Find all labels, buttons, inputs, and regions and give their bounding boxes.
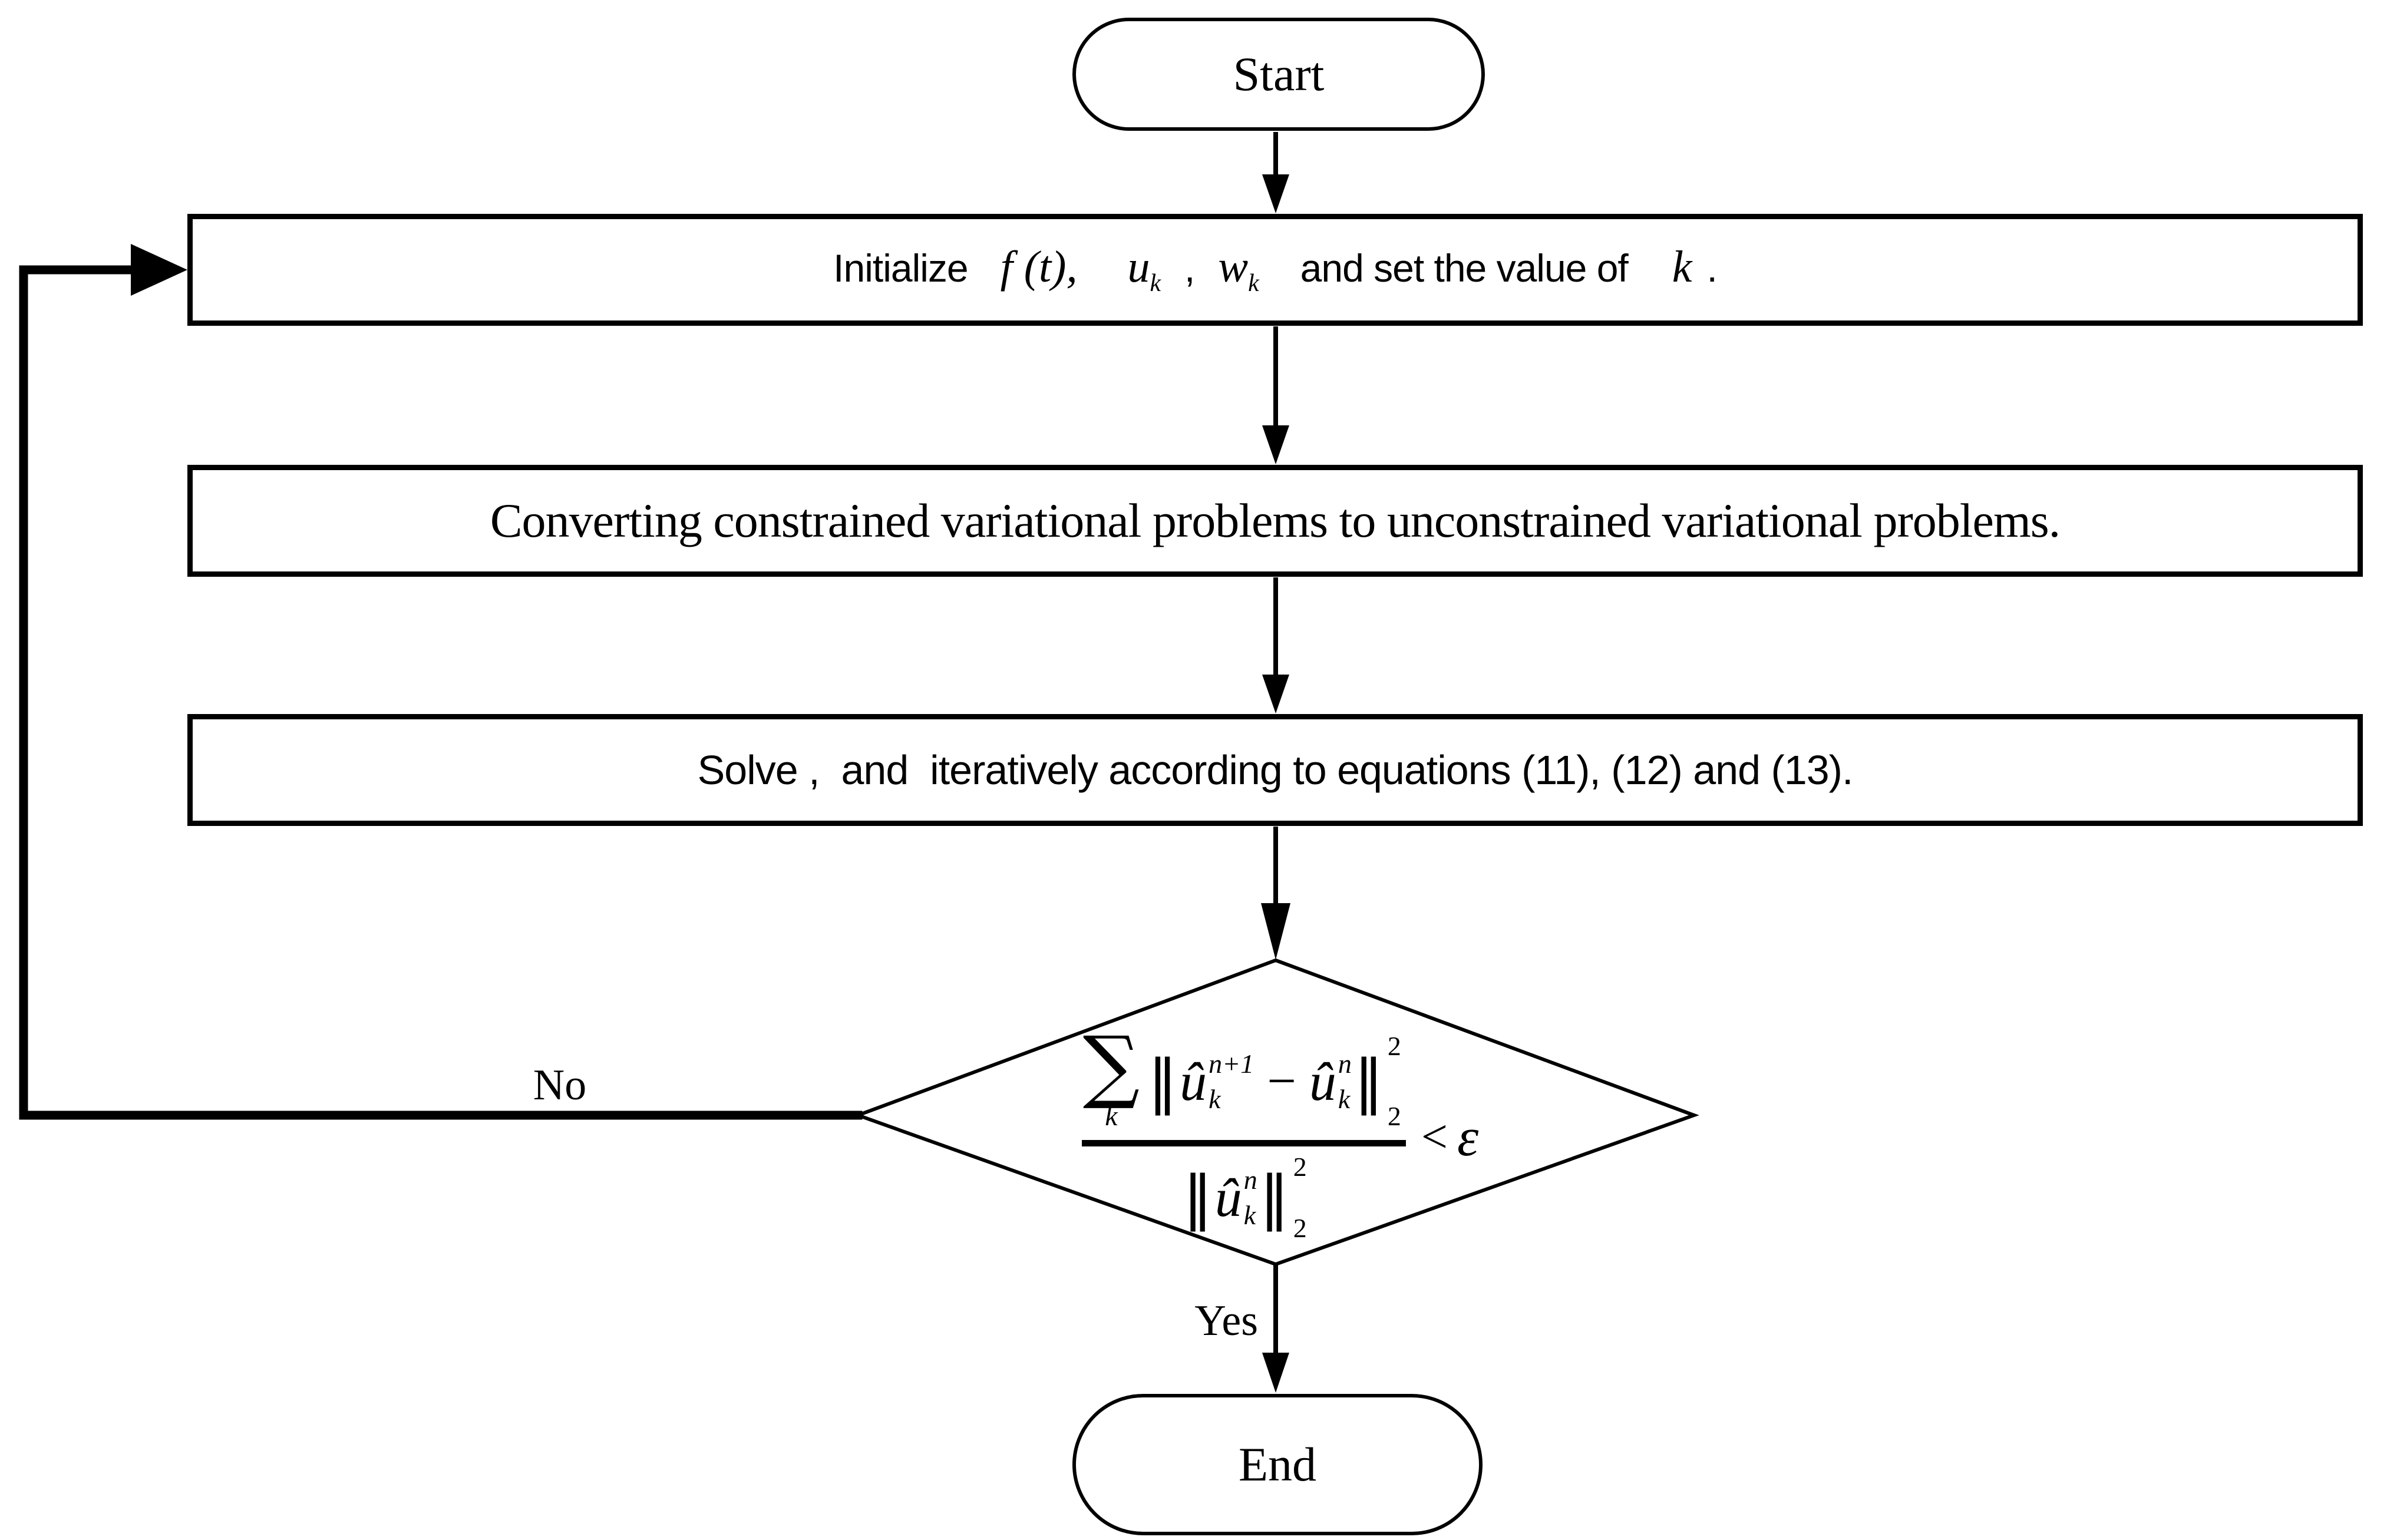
process-initialize-text: Initialize f (t), uk , wk and set the va… bbox=[833, 242, 1718, 298]
start-terminal: Start bbox=[1072, 18, 1485, 131]
summation-symbol: ∑ k bbox=[1082, 1019, 1140, 1132]
norm-close: ‖ bbox=[1259, 1163, 1289, 1232]
u-hat: û bbox=[1309, 1051, 1336, 1112]
norm-open: ‖ bbox=[1148, 1047, 1178, 1116]
math-f-of-t: f (t), bbox=[1000, 242, 1078, 292]
period: . bbox=[1706, 246, 1717, 290]
u-hat: û bbox=[1214, 1167, 1242, 1228]
set-value-phrase: and set the value of bbox=[1300, 246, 1629, 290]
start-label: Start bbox=[1233, 47, 1325, 101]
math-w-k: wk bbox=[1218, 242, 1259, 298]
fraction-numerator: ∑ k ‖ û n+1 k − û n k ‖ 2 2 bbox=[1081, 1019, 1406, 1146]
no-edge-label: No bbox=[533, 1061, 587, 1109]
end-terminal: End bbox=[1072, 1394, 1483, 1535]
decision-formula: ∑ k ‖ û n+1 k − û n k ‖ 2 2 bbox=[884, 999, 1676, 1275]
yes-edge-label: Yes bbox=[1194, 1297, 1258, 1345]
norm-exponents: 2 2 bbox=[1387, 1031, 1401, 1131]
norm-close: ‖ bbox=[1353, 1047, 1384, 1116]
less-than-sign: < bbox=[1421, 1111, 1448, 1163]
end-label: End bbox=[1238, 1437, 1317, 1491]
formula-fraction: ∑ k ‖ û n+1 k − û n k ‖ 2 2 bbox=[1081, 1019, 1406, 1243]
process-convert: Converting constrained variational probl… bbox=[187, 465, 2363, 577]
minus-sign: − bbox=[1267, 1052, 1296, 1110]
fraction-denominator: ‖ û n k ‖ 2 2 bbox=[1181, 1151, 1307, 1243]
arrowhead-down-icon bbox=[1262, 1353, 1289, 1393]
arrowhead-right-icon bbox=[131, 244, 187, 296]
math-u-k: uk bbox=[1127, 242, 1161, 298]
math-k: k bbox=[1672, 242, 1692, 292]
loop-connector-no bbox=[19, 265, 863, 1120]
arrowhead-down-icon bbox=[1262, 425, 1289, 464]
norm-open: ‖ bbox=[1183, 1163, 1213, 1232]
epsilon-symbol: ε bbox=[1457, 1107, 1479, 1167]
process-initialize: Initialize f (t), uk , wk and set the va… bbox=[187, 214, 2363, 326]
arrowhead-down-icon bbox=[1262, 174, 1289, 213]
process-solve-text: Solve , and iteratively according to equ… bbox=[697, 747, 1854, 793]
comma: , bbox=[1184, 246, 1195, 290]
supsub: n k bbox=[1338, 1048, 1352, 1114]
norm-exponents: 2 2 bbox=[1293, 1151, 1307, 1243]
supsub: n+1 k bbox=[1209, 1048, 1254, 1114]
initialize-word: Initialize bbox=[833, 246, 968, 290]
u-hat: û bbox=[1180, 1051, 1207, 1112]
arrowhead-down-icon bbox=[1261, 903, 1290, 960]
arrowhead-down-icon bbox=[1262, 675, 1289, 713]
process-solve: Solve , and iteratively according to equ… bbox=[187, 714, 2363, 826]
process-convert-text: Converting constrained variational probl… bbox=[490, 494, 2061, 547]
supsub: n k bbox=[1243, 1164, 1257, 1230]
decision-diamond-shape bbox=[853, 958, 1699, 1267]
